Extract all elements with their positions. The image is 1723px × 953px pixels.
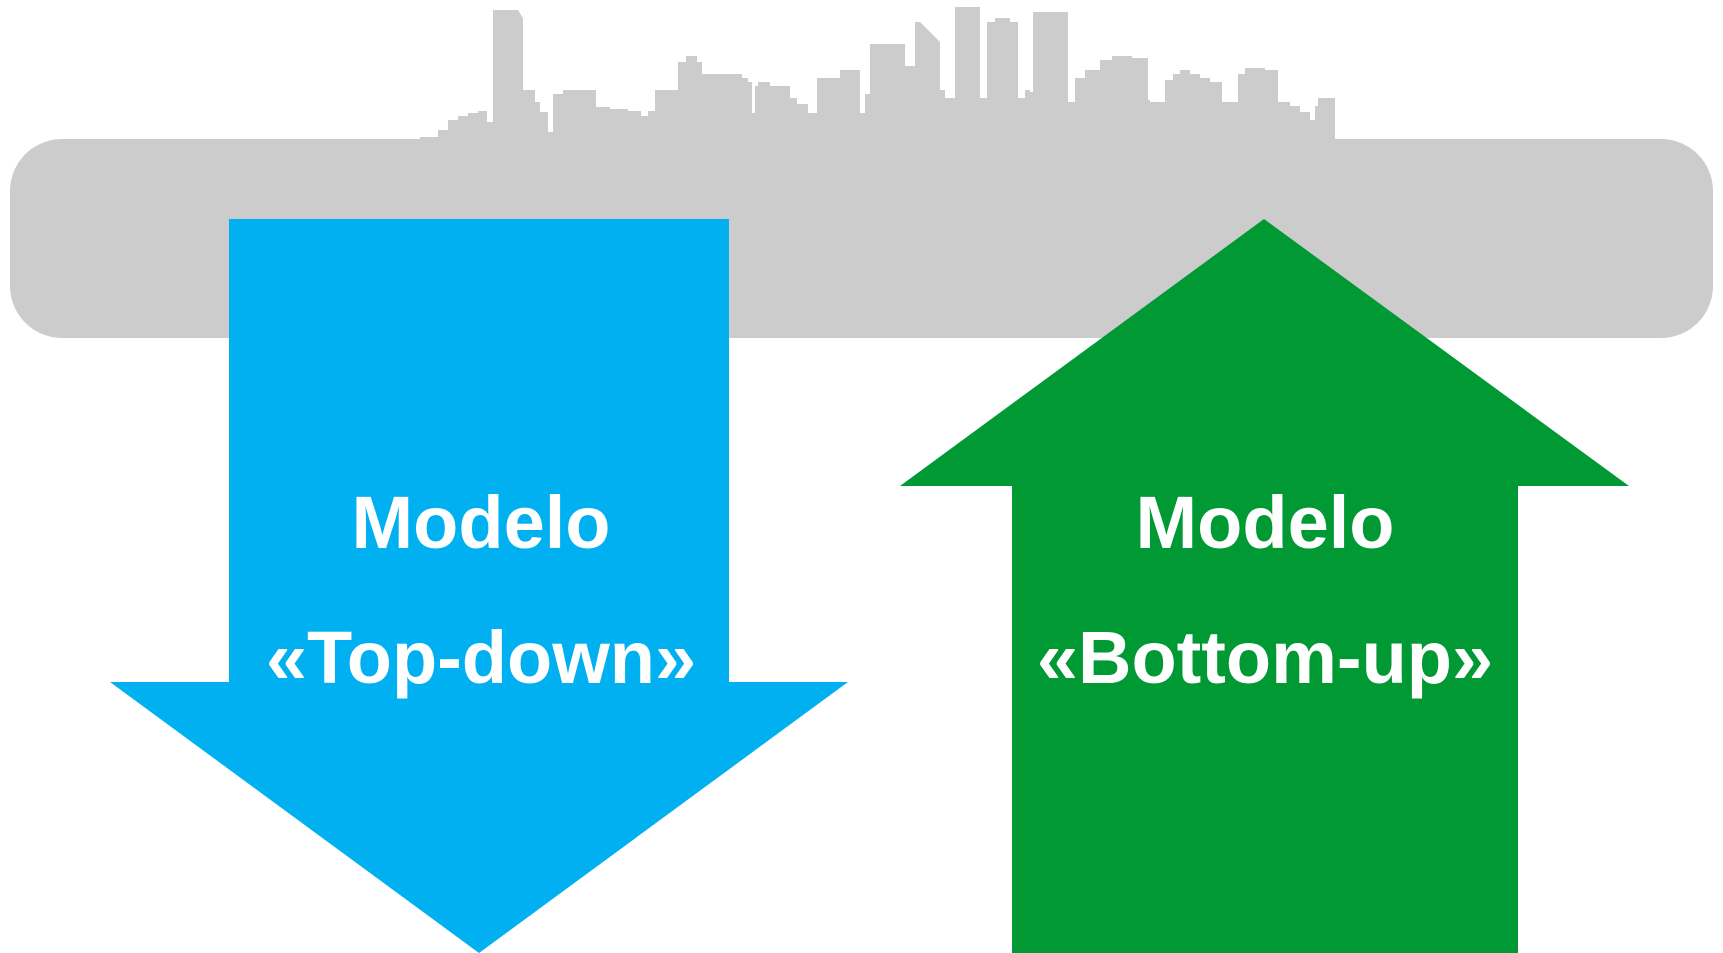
top-down-label-line1: Modelo [352, 481, 611, 564]
bottom-up-label-line1: Modelo [1136, 481, 1395, 564]
top-down-label-line2: «Top-down» [266, 616, 696, 699]
top-down-arrow [110, 219, 848, 953]
city-skyline-icon [420, 7, 1335, 140]
bottom-up-arrow [900, 219, 1629, 953]
bottom-up-label-line2: «Bottom-up» [1037, 616, 1493, 699]
